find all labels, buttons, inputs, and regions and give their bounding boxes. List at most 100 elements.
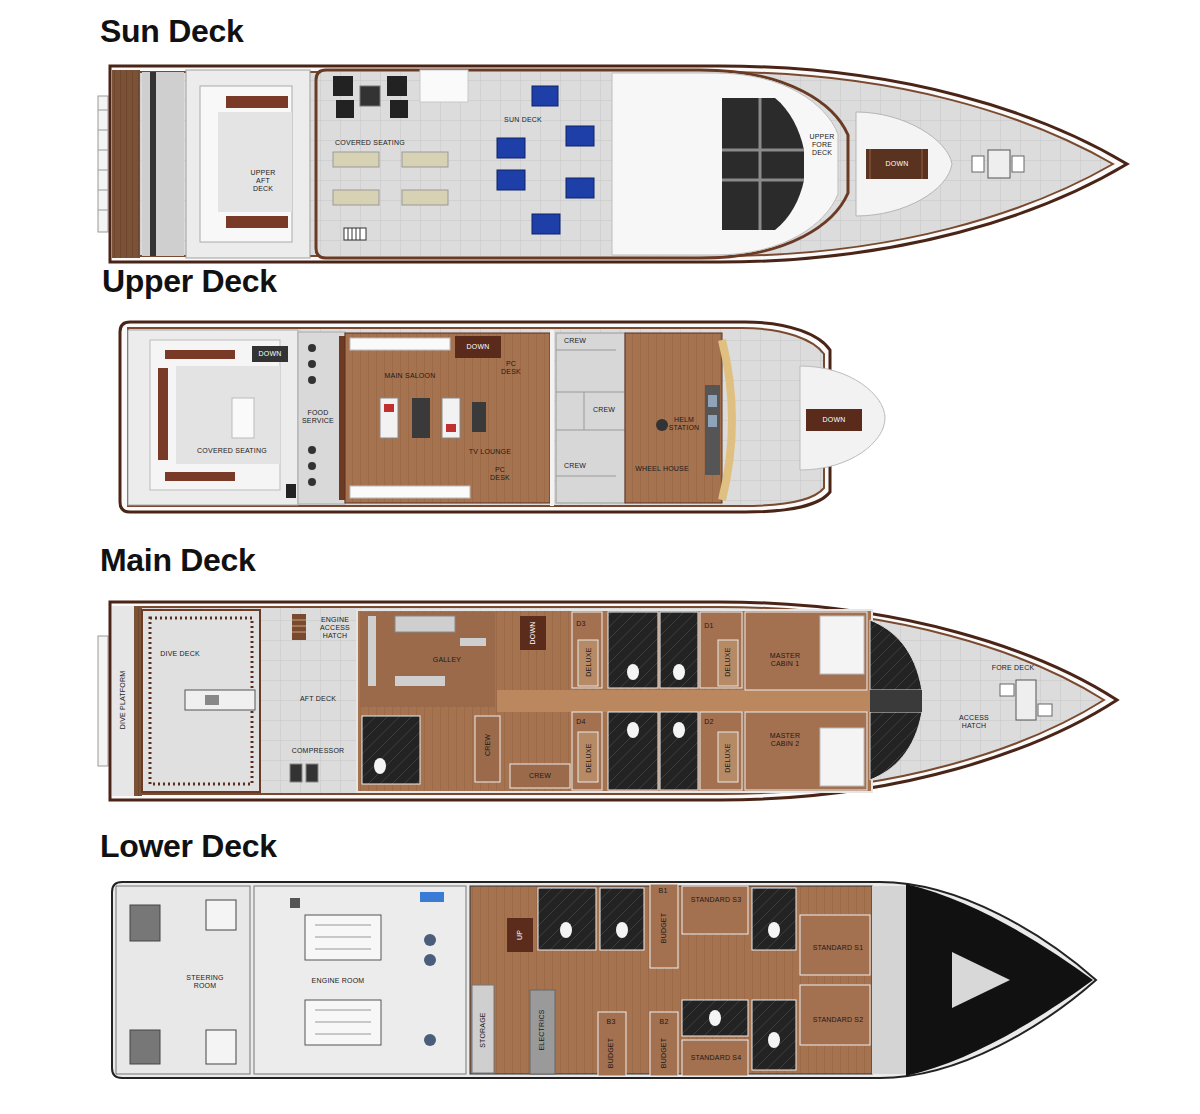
main-deck-illustration-shape bbox=[497, 690, 870, 712]
room-label: STANDARD S3 bbox=[689, 896, 743, 904]
main-deck-illustration-shape bbox=[205, 695, 219, 705]
room-label: STANDARD S4 bbox=[686, 1054, 746, 1062]
deck-label: DOWN bbox=[872, 160, 922, 168]
room-area: STORAGE bbox=[472, 985, 494, 1073]
sun-deck-illustration-shape bbox=[200, 86, 292, 242]
upper-deck-illustration-shape bbox=[308, 344, 316, 352]
sun-deck-illustration-shape bbox=[856, 112, 952, 216]
deck-plan: Main DeckDIVE DECKAFT DECKGALLEYD3DELUXE… bbox=[95, 540, 1125, 808]
main-deck-illustration-shape bbox=[578, 640, 598, 686]
room-area: CREW bbox=[510, 764, 570, 788]
lower-deck-illustration-shape bbox=[538, 888, 596, 950]
room-area: HELM STATIONWHEEL HOUSE bbox=[630, 333, 720, 503]
lower-deck-illustration bbox=[112, 882, 1096, 1078]
sun-deck-illustration-shape bbox=[497, 170, 525, 190]
upper-deck-illustration-shape bbox=[158, 368, 168, 460]
room-label: B3 bbox=[603, 1018, 619, 1026]
main-deck-illustration-shape bbox=[510, 764, 570, 788]
main-deck-illustration-shape bbox=[395, 676, 445, 686]
sun-deck-illustration-shape bbox=[226, 216, 288, 228]
main-deck-illustration-shape bbox=[112, 606, 134, 796]
upper-deck-illustration-shape bbox=[308, 360, 316, 368]
upper-deck-illustration-shape bbox=[308, 446, 316, 454]
deck-label: DOWN bbox=[529, 618, 537, 648]
lower-deck-illustration-shape bbox=[650, 884, 678, 968]
main-deck-illustration-shape bbox=[116, 607, 1104, 794]
lower-deck-illustration-shape bbox=[112, 882, 1096, 1078]
room-label: UPPER FORE DECK bbox=[805, 133, 839, 157]
room-label: COVERED SEATING bbox=[325, 139, 415, 147]
lower-deck-illustration-shape bbox=[507, 918, 533, 952]
lower-deck-illustration-shape bbox=[305, 1000, 381, 1045]
upper-deck-illustration-shape bbox=[128, 330, 298, 505]
upper-deck-illustration-shape bbox=[128, 328, 824, 506]
main-deck-illustration-shape bbox=[700, 612, 742, 688]
room-label: STANDARD S1 bbox=[811, 944, 865, 952]
sun-deck-illustration-shape bbox=[348, 228, 360, 240]
lower-deck-illustration-shape bbox=[906, 884, 1093, 1076]
room-area: ELECTRICS bbox=[530, 990, 555, 1074]
upper-deck-illustration-shape bbox=[550, 330, 554, 506]
lower-deck-illustration-shape bbox=[530, 990, 555, 1074]
sun-deck-illustration-shape bbox=[532, 86, 558, 106]
lower-deck-illustration-shape bbox=[305, 915, 381, 960]
sun-deck-illustration-shape bbox=[390, 100, 408, 118]
room-area: D2DELUXE bbox=[702, 712, 742, 790]
main-deck-illustration-shape bbox=[360, 612, 495, 707]
main-deck-illustration-shape bbox=[292, 620, 306, 632]
room-area: STANDARD S2 bbox=[800, 985, 870, 1045]
sun-deck-illustration-shape bbox=[1012, 156, 1024, 172]
lower-deck-illustration-shape bbox=[130, 905, 160, 941]
main-deck-illustration-shape bbox=[110, 602, 1117, 800]
room-label: MASTER CABIN 2 bbox=[765, 732, 805, 748]
room-label: CREW bbox=[484, 728, 492, 762]
lower-deck-illustration-shape bbox=[116, 886, 250, 1074]
room-area: B1BUDGET bbox=[650, 884, 678, 968]
upper-deck-illustration-shape bbox=[350, 486, 470, 498]
main-deck-illustration-shape bbox=[475, 716, 500, 782]
sun-deck-illustration-shape bbox=[344, 228, 366, 240]
upper-deck-illustration-shape bbox=[412, 398, 430, 438]
upper-deck-illustration-shape bbox=[308, 462, 316, 470]
room-label: FOOD SERVICE bbox=[299, 409, 337, 425]
main-deck-illustration-shape bbox=[718, 732, 738, 782]
upper-deck-illustration-shape bbox=[339, 336, 345, 500]
lower-deck-illustration-shape bbox=[424, 934, 436, 946]
main-deck-illustration-shape bbox=[374, 758, 386, 774]
room-label: CREW bbox=[520, 772, 560, 780]
lower-deck-illustration-shape bbox=[206, 900, 236, 930]
room-label: MAIN SALOON bbox=[365, 372, 455, 380]
room-label: DELUXE bbox=[585, 738, 593, 778]
lower-deck-illustration-shape bbox=[598, 1012, 626, 1076]
room-label: MASTER CABIN 1 bbox=[765, 652, 805, 668]
upper-deck-illustration-shape bbox=[286, 484, 296, 498]
sun-deck-illustration-shape bbox=[402, 152, 448, 167]
upper-deck-illustration-shape bbox=[120, 322, 830, 512]
room-label: ELECTRICS bbox=[538, 1002, 546, 1058]
deck-label: TV LOUNGE bbox=[465, 448, 515, 456]
lower-deck-illustration-shape bbox=[315, 925, 371, 949]
lower-deck-illustration-shape bbox=[650, 1012, 678, 1076]
room-label: D3 bbox=[573, 620, 589, 628]
upper-deck-illustration-shape bbox=[176, 366, 280, 464]
room-label: CREW bbox=[557, 462, 593, 470]
lower-deck-illustration-shape bbox=[682, 1000, 748, 1036]
room-label: D2 bbox=[702, 718, 716, 726]
lower-deck-illustration-shape bbox=[709, 1010, 721, 1026]
main-deck-illustration-shape bbox=[306, 764, 318, 782]
sun-deck-illustration-shape bbox=[497, 138, 525, 158]
main-deck-illustration-shape bbox=[395, 616, 455, 632]
room-area: ENGINE ROOM bbox=[254, 886, 466, 1074]
room-area: CREW bbox=[584, 400, 624, 420]
upper-deck-illustration-shape bbox=[298, 332, 345, 504]
room-label: B1 bbox=[655, 887, 671, 895]
sun-deck-illustration-shape bbox=[988, 150, 1010, 178]
main-deck-illustration-shape bbox=[820, 616, 864, 674]
main-deck-illustration-shape bbox=[572, 712, 602, 790]
room-label: ENGINE ROOM bbox=[306, 977, 370, 985]
upper-deck-illustration-shape bbox=[345, 333, 550, 503]
main-deck-illustration-shape bbox=[142, 610, 260, 792]
upper-deck-illustration-shape bbox=[625, 333, 722, 503]
room-label: SUN DECK bbox=[493, 116, 553, 124]
